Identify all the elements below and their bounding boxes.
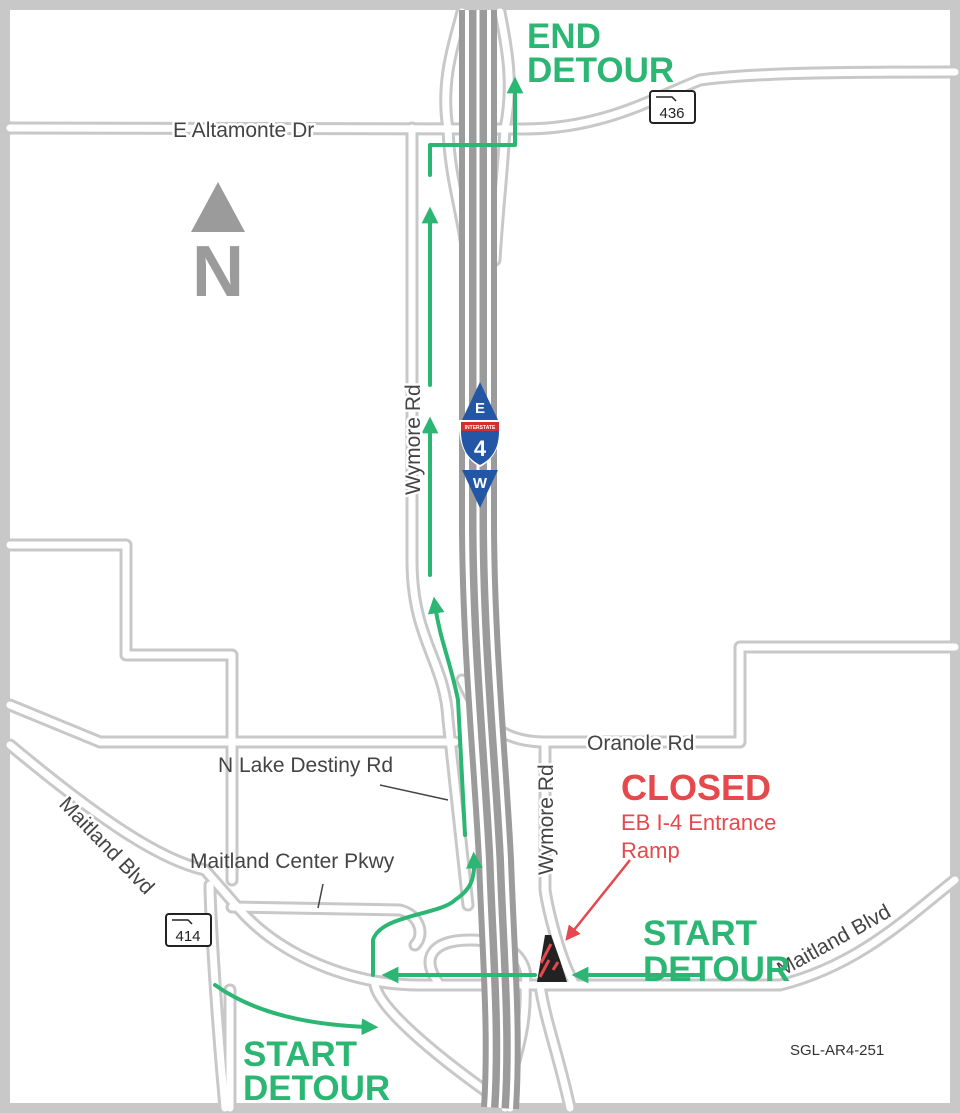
road-label-oranole-rd: Oranole Rd [587,732,694,755]
sr-436-shield-icon: 436 [649,90,696,124]
end-detour-label-line2: DETOUR [527,51,674,90]
start-detour-east-line1: START [643,914,757,953]
detour-route [213,76,702,1036]
road-network-fill [6,8,959,1112]
map-code: SGL-AR4-251 [790,1042,884,1059]
road-label-e-altamonte-dr: E Altamonte Dr [173,119,314,142]
leader-line-maitland-center [317,883,324,909]
road-label-wymore-rd-upper: Wymore Rd [402,384,425,495]
start-detour-west-line2: DETOUR [243,1069,390,1108]
sr-414-shield-label: 414 [175,928,200,945]
closed-description-line1: EB I-4 Entrance [621,810,776,835]
start-detour-west-line1: START [243,1035,357,1074]
interstate-shield-banner: INTERSTATE [465,425,496,431]
interstate-4-shield-icon: E INTERSTATE 4 W [458,382,502,508]
interstate-4-highway [459,10,521,1110]
detour-segment-ramp-north [371,851,483,977]
road-label-maitland-center-pkwy: Maitland Center Pkwy [190,850,395,873]
road-label-wymore-rd-lower: Wymore Rd [535,764,558,875]
interstate-east-label: E [475,400,485,417]
detour-segment-start-west [213,983,379,1036]
detour-segment-wymore-south [427,596,467,837]
closure-pointer-arrow [565,859,631,941]
sr-414-shield-icon: 414 [165,913,212,947]
closed-title: CLOSED [621,767,771,808]
detour-segment-end [428,76,524,177]
interstate-west-label: W [473,475,488,492]
north-arrow-label: N [192,232,244,312]
north-arrow-icon: N [191,182,245,312]
closed-description-line2: Ramp [621,838,680,863]
interstate-shield-number: 4 [474,436,487,461]
start-detour-east-line2: DETOUR [643,950,790,989]
road-label-n-lake-destiny-rd: N Lake Destiny Rd [218,754,393,777]
end-detour-label-line1: END [527,17,601,56]
sr-436-shield-label: 436 [659,105,684,122]
leader-line-n-lake-destiny [379,784,449,801]
closed-ramp-marker [537,935,567,982]
